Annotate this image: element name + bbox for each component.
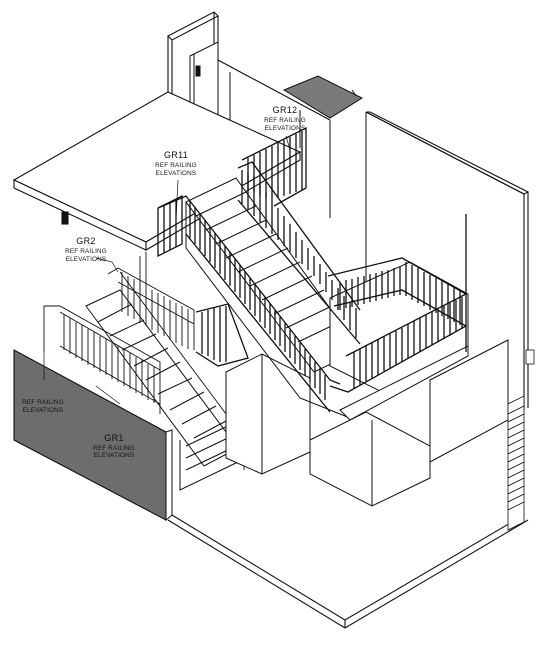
gr11-code: GR11 [164,150,188,160]
gr12-elev: ELEVATIONS [265,125,306,132]
callout-ref-left: REF RAILING ELEVATIONS [22,396,66,414]
callout-gr11: GR11 REF RAILING ELEVATIONS [155,150,197,177]
gr1-pickets [63,314,155,403]
callout-gr12: GR12 REF RAILING ELEVATIONS [264,105,306,132]
ref-left-ref: REF RAILING [22,399,64,406]
right-lower-door [507,349,535,531]
roof-hatch [282,75,364,119]
gr12-ref: REF RAILING [264,117,306,124]
landing-railing [195,214,468,393]
leader-lines [43,135,291,405]
gr2-pickets [121,272,189,349]
gr2-railing [107,252,195,350]
gr2-code: GR2 [76,236,95,246]
gr1-ref: REF RAILING [93,445,135,452]
gr11-elev: ELEVATIONS [156,170,197,177]
gr11-ref: REF RAILING [155,162,197,169]
gr1-code: GR1 [104,433,123,443]
gr1-elev: ELEVATIONS [94,452,135,459]
callout-gr1: GR1 REF RAILING ELEVATIONS [92,432,136,459]
gr12-railing [237,126,361,345]
gr12-code: GR12 [273,105,298,115]
gr2-elev: ELEVATIONS [66,256,107,263]
gr2-ref: REF RAILING [65,248,107,255]
callout-gr2: GR2 REF RAILING ELEVATIONS [65,236,107,263]
gr11-railing [157,194,341,413]
mid-structure [225,339,509,507]
ref-left-elev: ELEVATIONS [23,407,64,414]
